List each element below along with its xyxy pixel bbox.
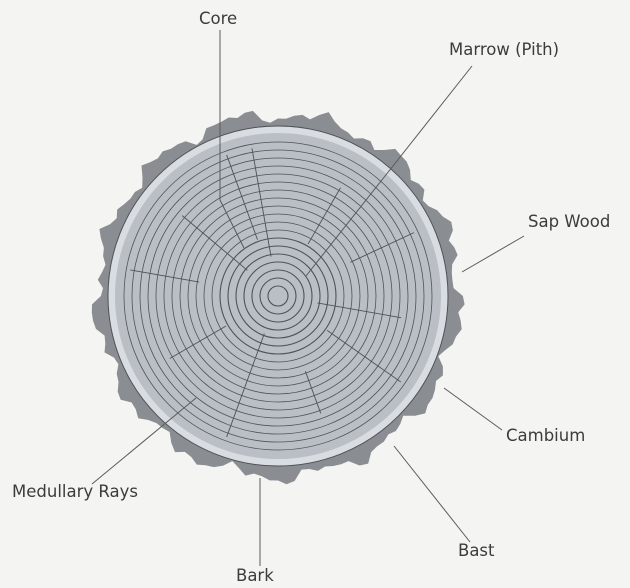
leader-cambium xyxy=(444,388,502,430)
label-cambium: Cambium xyxy=(506,428,585,445)
leader-bast xyxy=(394,446,470,542)
label-medullary-rays: Medullary Rays xyxy=(12,484,138,501)
label-bark: Bark xyxy=(236,568,274,585)
label-marrow-pith: Marrow (Pith) xyxy=(449,42,559,59)
leader-sapwood xyxy=(462,236,524,272)
label-core: Core xyxy=(199,11,237,28)
label-sap-wood: Sap Wood xyxy=(528,214,610,231)
label-bast: Bast xyxy=(458,543,495,560)
